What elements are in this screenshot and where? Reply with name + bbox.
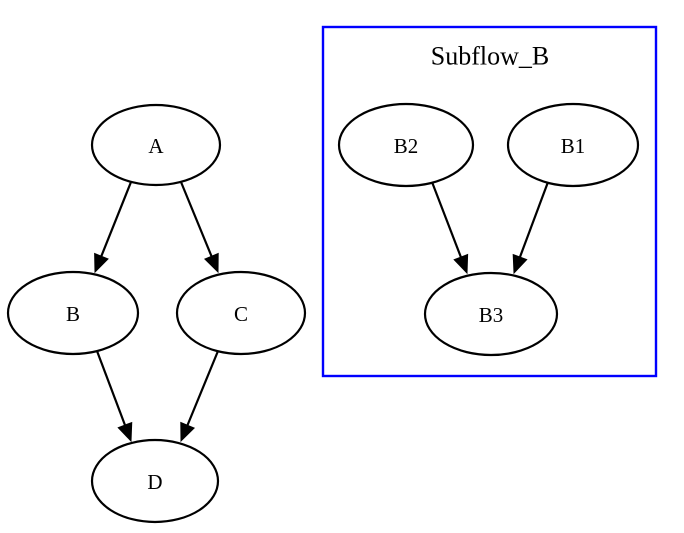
node-label: A	[148, 134, 164, 158]
edges-layer	[94, 181, 550, 443]
node-d[interactable]: D	[90, 438, 220, 524]
edge-arrowhead-icon	[94, 252, 109, 274]
node-c[interactable]: C	[175, 270, 307, 356]
node-label: D	[147, 470, 162, 494]
edge-line	[95, 350, 127, 428]
edge-line	[179, 181, 214, 259]
node-b[interactable]: B	[6, 270, 140, 356]
edge-line	[518, 181, 550, 260]
node-label: B	[66, 302, 80, 326]
node-ellipse-shape	[90, 438, 220, 524]
node-label: B3	[479, 303, 504, 327]
edge-arrowhead-icon	[203, 252, 219, 274]
node-a[interactable]: A	[90, 103, 222, 187]
node-label: C	[234, 302, 248, 326]
node-ellipse-shape	[175, 270, 307, 356]
node-b3[interactable]: B3	[423, 271, 559, 357]
edge-line	[99, 181, 133, 259]
node-label: B2	[394, 134, 419, 158]
node-label: B1	[561, 134, 586, 158]
edge-arrowhead-icon	[512, 253, 528, 275]
node-ellipse-shape	[6, 270, 140, 356]
edge-arrowhead-icon	[453, 253, 469, 275]
node-ellipse-shape	[337, 102, 475, 188]
node-ellipse-shape	[90, 103, 222, 187]
node-b2[interactable]: B2	[337, 102, 475, 188]
edge-c-to-d[interactable]	[180, 350, 220, 443]
edge-a-to-b[interactable]	[94, 181, 133, 274]
edge-arrowhead-icon	[117, 421, 133, 443]
edge-arrowhead-icon	[180, 421, 196, 443]
edge-b2-to-b3[interactable]	[430, 181, 469, 275]
cluster-label: Subflow_B	[431, 42, 549, 71]
edge-a-to-c[interactable]	[179, 181, 219, 274]
node-ellipse-shape	[423, 271, 559, 357]
edge-line	[430, 181, 463, 260]
edge-b-to-d[interactable]	[95, 350, 133, 443]
edge-b1-to-b3[interactable]	[512, 181, 550, 275]
node-b1[interactable]: B1	[506, 102, 640, 188]
edge-line	[185, 350, 220, 428]
node-ellipse-shape	[506, 102, 640, 188]
